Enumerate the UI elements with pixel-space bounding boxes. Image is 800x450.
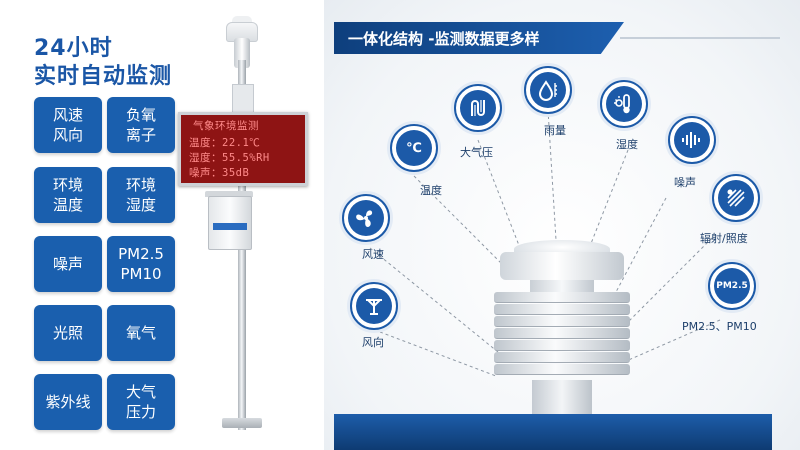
mini-sensor-cap	[232, 16, 252, 24]
rain-drop-icon	[524, 66, 572, 114]
led-title: 气象环境监测	[193, 120, 259, 132]
pressure-icon	[454, 84, 502, 132]
shield-fin	[494, 364, 630, 375]
fan-icon	[342, 194, 390, 242]
mini-sensor-head	[226, 22, 258, 42]
sensor-label-wind-direction: 风向	[362, 336, 384, 349]
led-display: 气象环境监测 温度：22.1℃ 湿度：55.5%RH 噪声：35dB	[178, 112, 308, 186]
sensor-label-rainfall: 雨量	[544, 124, 566, 137]
humidity-thermometer-icon	[600, 80, 648, 128]
sensor-head	[500, 252, 624, 280]
feature-tile-pressure: 大气 压力	[107, 374, 175, 430]
shield-fin	[494, 304, 630, 315]
feature-tile-noise: 噪声	[34, 236, 102, 292]
cabinet-roof	[205, 191, 253, 197]
shield-fin	[494, 292, 630, 303]
sensor-stem	[532, 380, 592, 414]
radiation-icon	[712, 174, 760, 222]
shield-fin	[494, 328, 630, 339]
shield-fin	[494, 340, 630, 351]
feature-tile-oxygen: 氧气	[107, 305, 175, 361]
sensor-neck	[530, 280, 594, 294]
led-humidity: 湿度：55.5%RH	[189, 152, 270, 164]
wind-direction-icon	[350, 282, 398, 330]
sound-wave-icon	[668, 116, 716, 164]
banner-divider	[620, 37, 780, 39]
pm25-icon: PM2.5	[708, 262, 756, 310]
sensor-label-noise: 噪声	[674, 176, 696, 189]
banner-title: 一体化结构 -监测数据更多样	[348, 30, 540, 48]
shield-fin	[494, 352, 630, 363]
cabinet-label	[213, 223, 247, 230]
celsius-icon: ℃	[390, 124, 438, 172]
sensor-label-air-pressure: 大气压	[460, 146, 493, 159]
bottom-bar	[334, 414, 772, 450]
sensor-label-pm: PM2.5、PM10	[682, 320, 757, 333]
control-cabinet	[208, 196, 252, 250]
radiation-shield	[494, 292, 630, 382]
feature-tile-negative-ion: 负氧 离子	[107, 97, 175, 153]
feature-tile-env-temperature: 环境 温度	[34, 167, 102, 223]
led-noise: 噪声：35dB	[189, 167, 250, 179]
led-temperature: 温度：22.1℃	[189, 137, 261, 149]
feature-tile-env-humidity: 环境 湿度	[107, 167, 175, 223]
shield-fin	[494, 316, 630, 327]
sensor-label-radiation: 辐射/照度	[700, 232, 748, 245]
feature-tile-uv: 紫外线	[34, 374, 102, 430]
pole-base	[222, 418, 262, 428]
banner	[334, 22, 624, 54]
sensor-label-humidity: 湿度	[616, 138, 638, 151]
sensor-label-temperature: 温度	[420, 184, 442, 197]
feature-tile-light: 光照	[34, 305, 102, 361]
headline-24h: 24小时	[34, 36, 113, 61]
feature-tile-pm: PM2.5 PM10	[107, 236, 175, 292]
sensor-label-wind-speed: 风速	[362, 248, 384, 261]
feature-tile-wind: 风速 风向	[34, 97, 102, 153]
headline-realtime: 实时自动监测	[34, 64, 173, 89]
